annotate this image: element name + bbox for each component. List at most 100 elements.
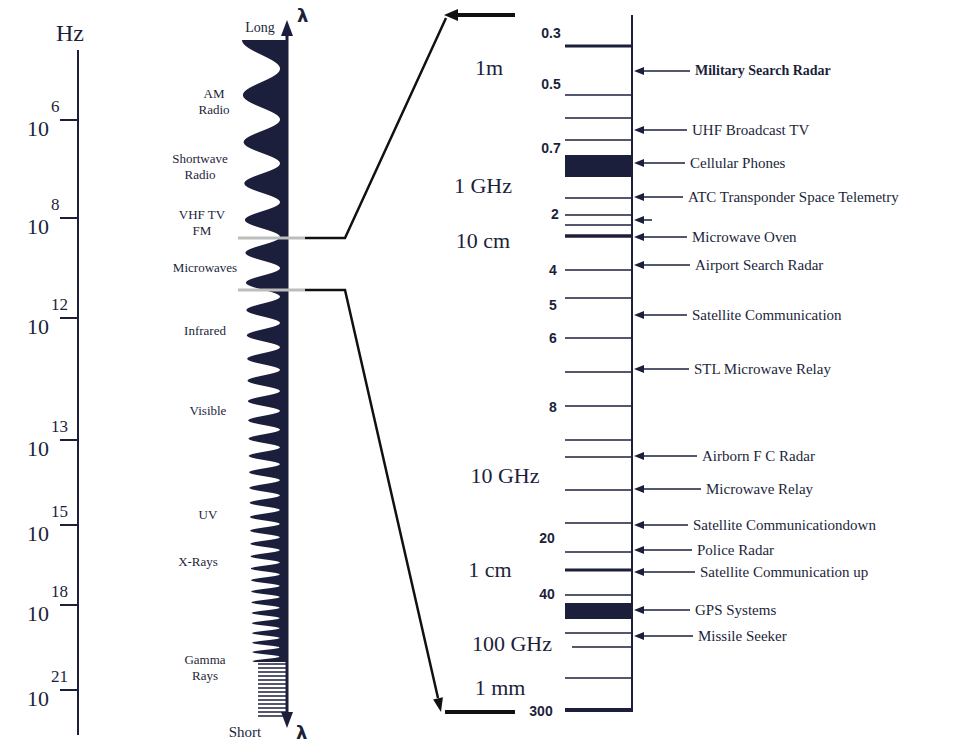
leader-arrowhead <box>634 606 644 614</box>
application-label: Airborn F C Radar <box>702 448 815 465</box>
scale-number: 4 <box>549 262 557 278</box>
wave-hatch <box>258 679 286 681</box>
application-label: Cellular Phones <box>690 155 785 172</box>
band-name: Microwaves <box>173 260 237 276</box>
band-block <box>565 155 632 177</box>
leader-arrow <box>644 549 692 551</box>
leader-arrow <box>644 264 690 266</box>
scale-unit: 1 cm <box>468 557 511 583</box>
axis-tick <box>60 604 78 606</box>
frequency-exponent: 8 <box>51 195 60 215</box>
frequency-base: 10 <box>27 436 49 462</box>
wavelength-end: Long <box>245 20 275 36</box>
application-label: Police Radar <box>697 542 774 559</box>
frequency-exponent: 15 <box>51 502 68 522</box>
frequency-base: 10 <box>27 686 49 712</box>
application-label: Microwave Relay <box>706 481 813 498</box>
leader-arrowhead <box>634 452 644 460</box>
band-name: X-Rays <box>178 554 218 570</box>
scale-number: 8 <box>549 399 557 415</box>
application-label: STL Microwave Relay <box>694 361 831 378</box>
application-label: Airport Search Radar <box>695 257 823 274</box>
axis-tick <box>60 689 78 691</box>
application-label: Missile Seeker <box>698 628 787 645</box>
leader-arrow <box>644 314 687 316</box>
frequency-base: 10 <box>27 601 49 627</box>
leader-arrow <box>644 129 687 131</box>
axis-tick <box>60 217 78 219</box>
frequency-exponent: 13 <box>51 417 68 437</box>
scale-tick <box>565 224 632 226</box>
wavelength-symbol: λ <box>296 722 307 743</box>
leader-arrow <box>644 524 688 526</box>
scale-tick <box>565 489 632 491</box>
leader-arrow <box>644 455 697 457</box>
leader-arrow <box>644 219 652 221</box>
scale-tick <box>565 117 632 119</box>
leader-arrowhead <box>634 546 644 554</box>
application-label: GPS Systems <box>695 602 776 619</box>
wave-hatch <box>258 691 286 693</box>
wave-hatch <box>258 687 286 689</box>
wavelength-symbol: λ <box>297 5 308 26</box>
frequency-exponent: 21 <box>51 667 68 687</box>
scale-tick <box>565 456 632 458</box>
axis-tick <box>60 317 78 319</box>
scale-tick <box>565 708 632 712</box>
frequency-axis <box>77 50 79 735</box>
leader-arrow <box>644 162 685 164</box>
zoom-line <box>305 18 446 238</box>
leader-arrowhead <box>634 159 644 167</box>
scale-tick <box>565 269 632 271</box>
leader-arrowhead <box>634 67 644 75</box>
leader-arrowhead <box>634 521 644 529</box>
scale-unit: 10 GHz <box>470 463 539 489</box>
scale-tick <box>565 522 632 524</box>
scale-number: 2 <box>551 206 559 222</box>
scale-number: 0.5 <box>541 76 560 92</box>
scale-tick <box>565 297 632 299</box>
leader-arrowhead <box>634 365 644 373</box>
wave-hatch <box>258 663 286 665</box>
wave-hatch <box>258 683 286 685</box>
scale-tick <box>565 45 632 48</box>
leader-arrow <box>644 635 693 637</box>
wave-hatch <box>258 699 286 701</box>
axis-arrowhead <box>281 20 293 36</box>
leader-arrow <box>644 70 690 72</box>
axis-tick <box>60 439 78 441</box>
wave-hatch <box>258 707 286 709</box>
scale-tick <box>565 337 632 339</box>
scale-tick <box>565 139 632 141</box>
band-marker <box>238 237 305 240</box>
scale-number: 0.3 <box>541 25 560 41</box>
scale-tick <box>565 632 632 634</box>
scale-number: 40 <box>539 586 555 602</box>
leader-arrow <box>644 571 695 573</box>
leader-arrowhead <box>634 216 644 224</box>
leader-arrow <box>644 609 690 611</box>
frequency-exponent: 18 <box>51 582 68 602</box>
leader-arrowhead <box>634 485 644 493</box>
leader-arrow <box>644 196 683 198</box>
zoom-bar <box>452 13 515 17</box>
scale-unit: 100 GHz <box>472 631 552 657</box>
wave-hatch <box>258 695 286 697</box>
wave-hatch <box>258 675 286 677</box>
leader-arrowhead <box>634 568 644 576</box>
application-label: UHF Broadcast TV <box>692 122 809 139</box>
leader-arrowhead <box>634 233 644 241</box>
application-label: ATC Transponder Space Telemetry <box>688 189 899 206</box>
wave-hatch <box>258 667 286 669</box>
application-label: Military Search Radar <box>695 63 831 79</box>
scale-tick <box>565 677 632 679</box>
frequency-base: 10 <box>27 314 49 340</box>
scale-tick <box>565 371 632 373</box>
scale-tick <box>565 551 632 553</box>
scale-tick <box>565 234 632 238</box>
scale-number: 20 <box>539 530 555 546</box>
frequency-base: 10 <box>27 214 49 240</box>
scale-unit: 1m <box>475 55 503 81</box>
frequency-base: 10 <box>27 521 49 547</box>
